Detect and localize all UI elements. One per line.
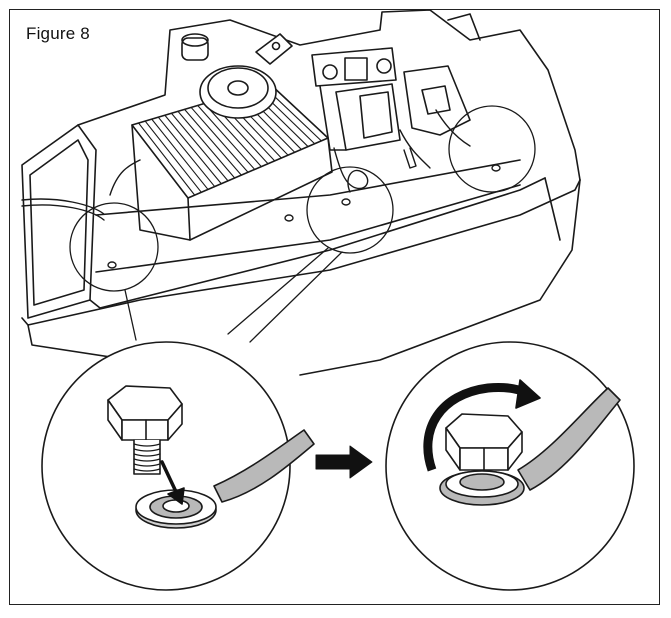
heat-sink-fin xyxy=(190,106,249,173)
buzzer-component xyxy=(181,33,293,119)
right-arrow-icon xyxy=(315,445,373,479)
callout-leader-lines xyxy=(124,247,343,343)
down-arrow-icon xyxy=(160,460,180,498)
bolt-thread xyxy=(133,443,161,447)
bolt-thread xyxy=(133,458,161,462)
detail-circle-insert xyxy=(41,341,315,591)
callout-circle-right xyxy=(448,105,536,193)
heat-sink-fin xyxy=(164,114,222,185)
callout-circles xyxy=(69,105,536,292)
heat-sink-fin xyxy=(203,102,262,168)
heat-sink-fin xyxy=(144,120,202,193)
heat-sink-fin xyxy=(184,108,242,176)
bolt-thread xyxy=(133,453,161,457)
heat-sink-fin xyxy=(269,83,329,139)
heat-sink-fin xyxy=(157,116,216,188)
heat-sink-fin xyxy=(151,118,209,190)
heat-sink-fin xyxy=(177,110,236,179)
heat-sink-fin xyxy=(197,104,256,170)
device-housing xyxy=(21,9,581,376)
mounting-holes xyxy=(107,164,501,269)
figure-label: Figure 8 xyxy=(26,24,90,43)
detail-circle-tighten xyxy=(385,341,635,591)
heat-sink-fin xyxy=(131,124,189,199)
wiring xyxy=(21,109,471,221)
bolt-thread xyxy=(133,448,161,452)
heat-sink-fin xyxy=(170,112,229,182)
callout-circle-center xyxy=(306,166,394,254)
transformer xyxy=(403,13,481,136)
bolt-thread xyxy=(133,468,161,472)
heat-sink-fin xyxy=(138,122,196,196)
bolt-thread xyxy=(133,463,161,467)
callout-circle-left xyxy=(69,202,159,292)
terminal-block xyxy=(311,47,401,151)
